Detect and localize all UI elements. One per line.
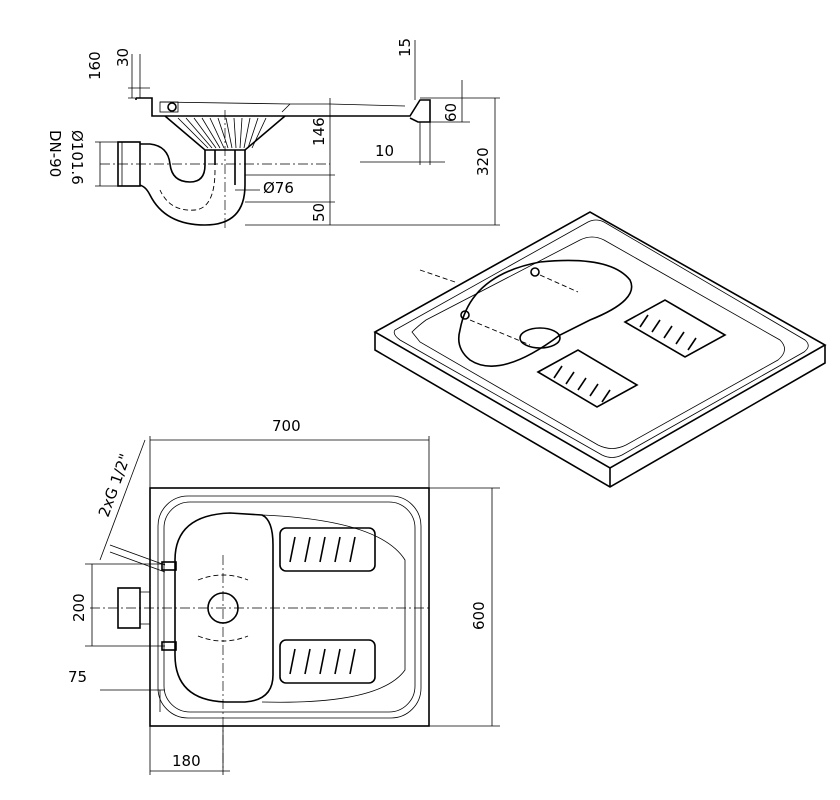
funnel-ribs	[177, 117, 267, 149]
dim-320: 320	[474, 147, 492, 176]
dim-50: 50	[310, 203, 328, 222]
dim-75: 75	[68, 668, 87, 686]
dim-600: 600	[470, 601, 488, 630]
dim-30: 30	[114, 48, 132, 67]
dim-dn-90: DN-90	[46, 130, 64, 177]
dim-180: 180	[172, 752, 201, 770]
dim-160: 160	[86, 51, 104, 80]
isometric-view	[373, 211, 827, 488]
dim-700: 700	[272, 417, 301, 435]
dim-60: 60	[442, 103, 460, 122]
side-section-view: 160 30 15 60 146 10 320 DN-90 Ø101.6 Ø76…	[46, 38, 500, 230]
dim-200: 200	[70, 593, 88, 622]
dim-diameter-76: Ø76	[263, 179, 294, 197]
dim-diameter-101: Ø101.6	[68, 130, 86, 185]
plan-view: 700 600 200 75 180 2xG 1/2"	[68, 417, 500, 775]
dim-10: 10	[375, 142, 394, 160]
dim-15: 15	[396, 38, 414, 57]
dim-146: 146	[310, 117, 328, 146]
plan-tread-slots	[289, 536, 356, 675]
tread-slots	[553, 314, 697, 403]
